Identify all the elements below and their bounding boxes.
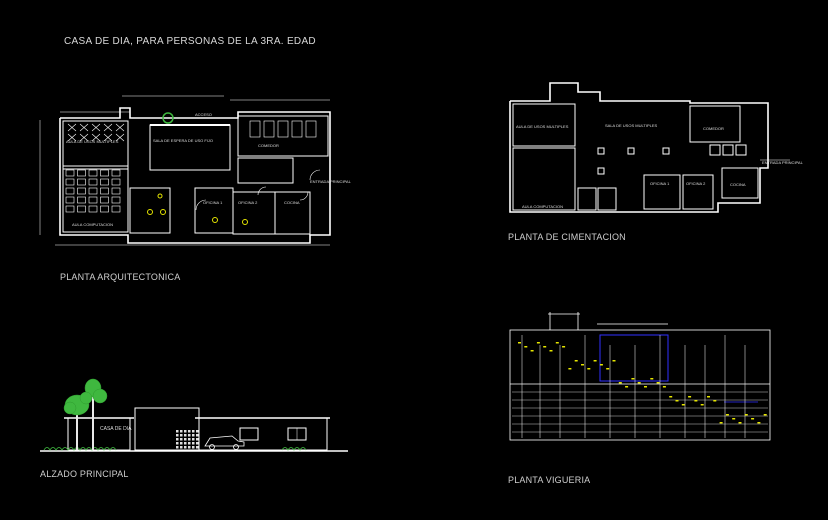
room-label: OFICINA 2 — [686, 181, 706, 186]
usos-multiples-furniture — [67, 123, 125, 142]
planta-vigueria — [509, 312, 771, 441]
sink-symbol — [157, 193, 163, 199]
plan-tree-icon — [162, 112, 174, 124]
facade-sign: CASA DE DIA — [100, 426, 132, 432]
room-label: COMEDOR — [703, 126, 724, 131]
room-label: COCINA — [730, 182, 746, 187]
computacion-furniture — [65, 169, 121, 213]
plan-label-vigueria: PLANTA VIGUERIA — [508, 475, 591, 485]
toilet-symbol — [160, 209, 166, 215]
alzado-principal — [40, 407, 348, 452]
room-label: AULA COMPUTACION — [72, 222, 113, 227]
room-label: AULA COMPUTACION — [522, 204, 563, 209]
chair-symbol — [242, 219, 248, 225]
lattice-wall — [176, 430, 199, 449]
chair-symbol — [212, 217, 218, 223]
room-label: SALA DE ESPERA DE USO FIJO — [153, 138, 213, 143]
room-label: COMEDOR — [258, 143, 279, 148]
car-icon — [204, 435, 245, 447]
plan-label-arquitectonica: PLANTA ARQUITECTONICA — [60, 272, 181, 282]
plan-label-alzado: ALZADO PRINCIPAL — [40, 469, 129, 479]
comedor-tables — [249, 120, 317, 138]
plan-label-cimentacion: PLANTA DE CIMENTACION — [508, 232, 626, 242]
drawing-title: CASA DE DIA, PARA PERSONAS DE LA 3RA. ED… — [64, 36, 316, 47]
room-label: AULA DE USOS MULTIPLES — [516, 124, 569, 129]
room-label: ACCESO — [195, 112, 212, 117]
room-label: SALA DE USOS MULTIPLES — [605, 123, 657, 128]
room-label: COCINA — [284, 200, 300, 205]
shrubs — [43, 447, 117, 451]
room-label: ENTRADA PRINCIPAL — [762, 160, 804, 165]
planta-arquitectonica — [39, 95, 331, 246]
room-label: AULA DE USOS MULTIPLES — [66, 139, 119, 144]
planta-cimentacion — [509, 82, 790, 213]
toilet-symbol — [147, 209, 153, 215]
palm-tree-icon — [63, 378, 108, 450]
beam-grid — [512, 335, 768, 438]
room-label: OFICINA 1 — [203, 200, 223, 205]
room-label: OFICINA 2 — [238, 200, 258, 205]
room-label: OFICINA 1 — [650, 181, 670, 186]
room-label: ENTRADA PRINCIPAL — [310, 179, 352, 184]
